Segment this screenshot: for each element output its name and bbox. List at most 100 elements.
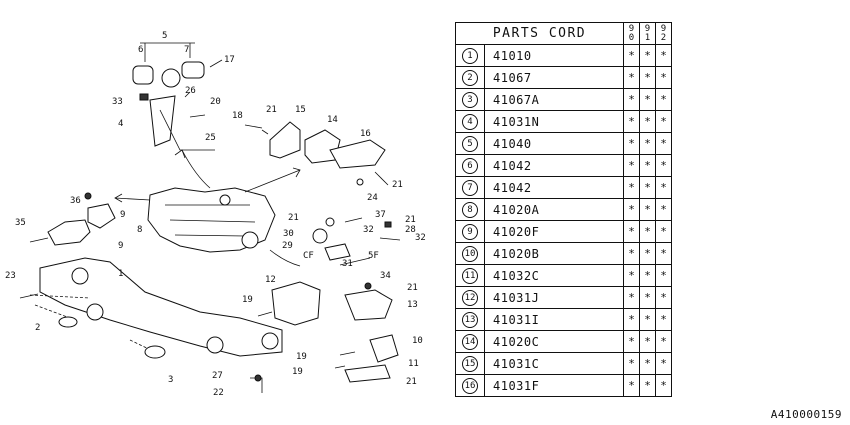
part-code: 41020F	[484, 220, 624, 243]
reference-code: A410000159	[770, 408, 842, 421]
callout-label: 1	[118, 269, 123, 279]
row-number: 2	[462, 70, 478, 86]
row-number-cell: 9	[455, 220, 485, 243]
rear-mount-group	[244, 121, 389, 186]
year-mark: *	[655, 88, 672, 111]
callout-label: 14	[327, 115, 338, 125]
part-code: 41031C	[484, 352, 624, 375]
callout-label: 37	[375, 210, 386, 220]
year-mark: *	[655, 154, 672, 177]
row-number-cell: 11	[455, 264, 485, 287]
callout-label: 32	[415, 233, 426, 243]
callout-label: 27	[212, 371, 223, 381]
callout-label: 2	[35, 323, 40, 333]
callout-label: 35	[15, 218, 26, 228]
row-number: 7	[462, 180, 478, 196]
row-number-cell: 14	[455, 330, 485, 353]
year-mark: *	[623, 110, 640, 133]
year-mark: *	[623, 330, 640, 353]
row-number: 8	[462, 202, 478, 218]
row-number-cell: 2	[455, 66, 485, 89]
engine-outline	[147, 187, 276, 253]
year-mark: *	[655, 374, 672, 397]
row-number-cell: 16	[455, 374, 485, 397]
callout-label: 3	[168, 375, 173, 385]
callout-label: 28	[405, 225, 416, 235]
part-code: 41067A	[484, 88, 624, 111]
part-code: 41020A	[484, 198, 624, 221]
year-mark: *	[655, 110, 672, 133]
callout-label: 26	[185, 86, 196, 96]
row-number: 9	[462, 224, 478, 240]
year-mark: *	[639, 220, 656, 243]
row-number-cell: 13	[455, 308, 485, 331]
callout-label: 24	[367, 193, 378, 203]
bushing-3	[144, 345, 166, 359]
part-code: 41040	[484, 132, 624, 155]
year-mark: *	[623, 242, 640, 265]
year-mark: *	[655, 66, 672, 89]
row-number: 15	[462, 356, 478, 372]
front-mount-group	[132, 42, 223, 151]
lower-mount-group	[250, 281, 399, 393]
year-mark: *	[639, 264, 656, 287]
callout-label: 8	[137, 225, 142, 235]
row-number: 12	[462, 290, 478, 306]
diagram-note: 5F	[368, 251, 379, 261]
year-mark: *	[639, 154, 656, 177]
callout-label: 21	[266, 105, 277, 115]
part-code: 41031J	[484, 286, 624, 309]
callout-label: 9	[120, 210, 125, 220]
callout-label: 34	[380, 271, 391, 281]
year-mark: *	[639, 286, 656, 309]
year-mark: *	[639, 352, 656, 375]
part-code: 41042	[484, 176, 624, 199]
year-mark: *	[639, 66, 656, 89]
row-number: 13	[462, 312, 478, 328]
callout-label: 6	[138, 45, 143, 55]
year-mark: *	[639, 132, 656, 155]
row-number-cell: 10	[455, 242, 485, 265]
year-mark: *	[655, 220, 672, 243]
year-mark: *	[655, 44, 672, 67]
callout-label: 12	[265, 275, 276, 285]
year-mark: *	[639, 110, 656, 133]
part-code: 41020C	[484, 330, 624, 353]
year-mark: *	[623, 264, 640, 287]
part-code: 41010	[484, 44, 624, 67]
left-mount-group	[29, 192, 116, 246]
row-number: 3	[462, 92, 478, 108]
row-number: 5	[462, 136, 478, 152]
row-number: 10	[462, 246, 478, 262]
part-code: 41031F	[484, 374, 624, 397]
callout-label: 18	[232, 111, 243, 121]
row-number-cell: 6	[455, 154, 485, 177]
row-number-cell: 4	[455, 110, 485, 133]
callout-label: 7	[184, 45, 189, 55]
callout-label: 17	[224, 55, 235, 65]
part-code: 41042	[484, 154, 624, 177]
year-mark: *	[623, 352, 640, 375]
year-mark: *	[639, 198, 656, 221]
callout-label: 15	[295, 105, 306, 115]
row-number-cell: 12	[455, 286, 485, 309]
year-mark: *	[623, 176, 640, 199]
callout-label: 16	[360, 129, 371, 139]
callout-label: 36	[70, 196, 81, 206]
callout-label: 9	[118, 241, 123, 251]
year-mark: *	[655, 176, 672, 199]
row-number-cell: 8	[455, 198, 485, 221]
year-mark: *	[655, 330, 672, 353]
